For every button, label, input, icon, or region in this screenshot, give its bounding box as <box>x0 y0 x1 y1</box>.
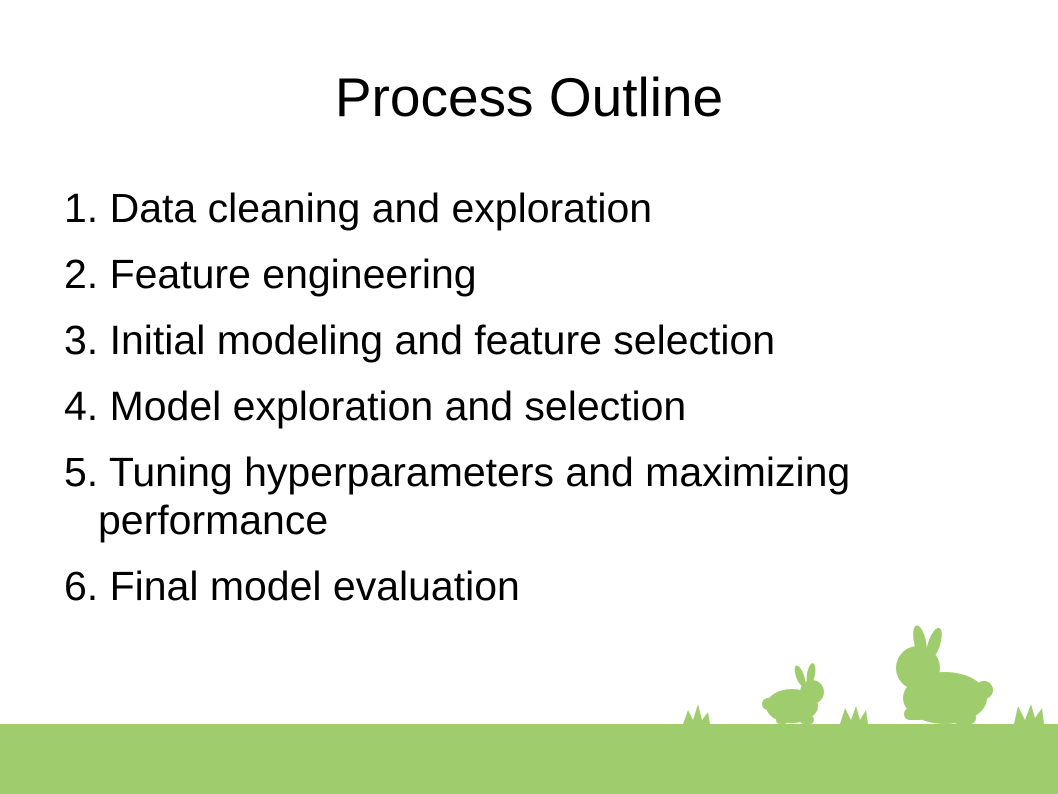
list-item: 6. Final model evaluation <box>64 563 520 609</box>
grass-ground <box>0 724 1058 794</box>
list-item: 2. Feature engineering <box>64 251 477 297</box>
list-item: 4. Model exploration and selection <box>64 383 687 429</box>
grass-tuft-icon <box>840 706 868 724</box>
grass-tuft-icon <box>683 704 710 724</box>
meadow-decoration <box>683 625 1044 724</box>
small-rabbit-icon <box>762 663 824 724</box>
grass-tuft-icon <box>1014 704 1044 724</box>
slide-title: Process Outline <box>334 66 724 128</box>
list-item: 5. Tuning hyperparameters and maximizing… <box>64 449 851 543</box>
large-rabbit-icon <box>896 625 993 724</box>
list-item: 1. Data cleaning and exploration <box>64 185 653 231</box>
process-outline-list: 1. Data cleaning and exploration 2. Feat… <box>64 184 964 628</box>
list-item: 3. Initial modeling and feature selectio… <box>64 317 776 363</box>
